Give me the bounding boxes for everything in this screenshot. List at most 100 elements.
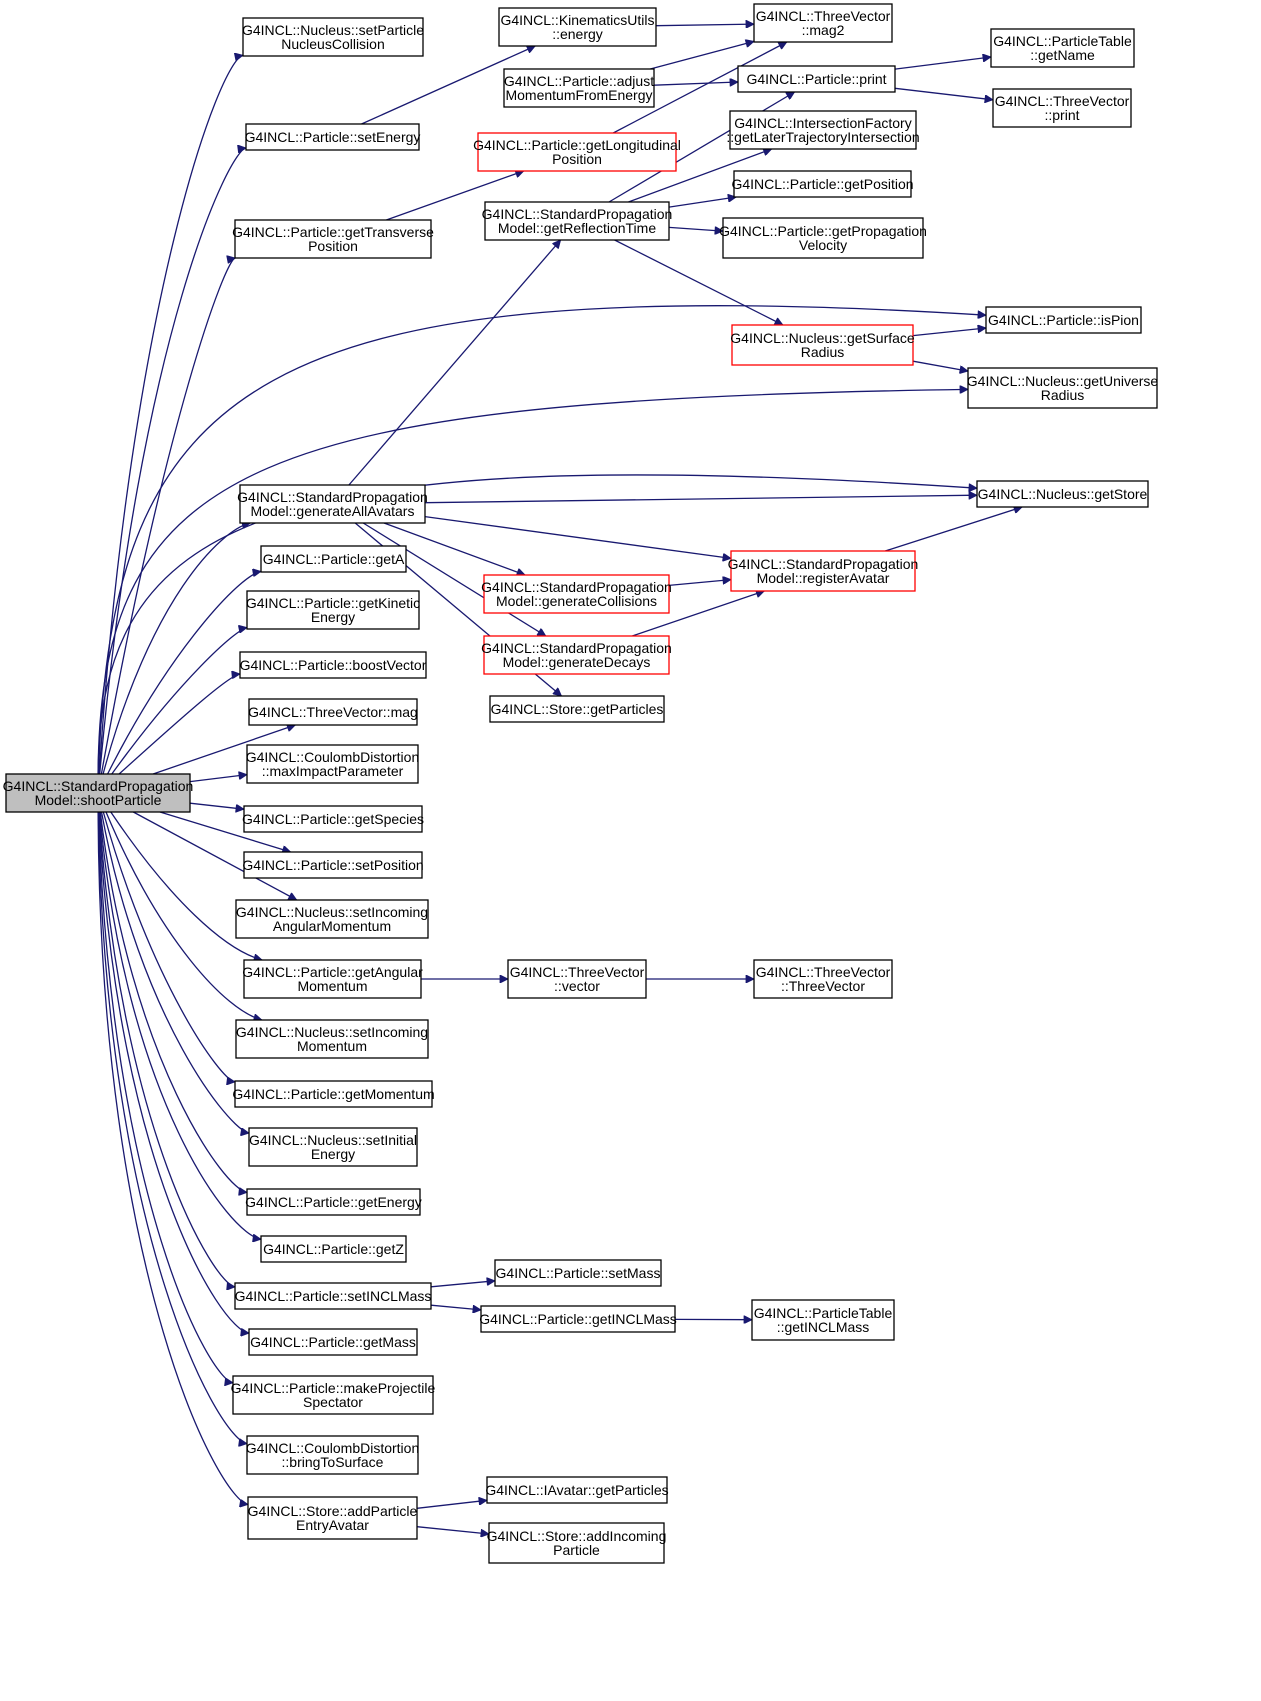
node-box — [235, 899, 429, 939]
node-make-projectile-spectator[interactable]: G4INCL::Particle::makeProjectileSpectato… — [231, 1375, 436, 1415]
edge-root-to-get-a — [107, 571, 261, 775]
node-box — [234, 1080, 433, 1108]
node-box — [248, 698, 418, 726]
edge-get-reflection-time-to-print — [608, 91, 795, 203]
node-label: G4INCL::StandardPropagation — [481, 579, 672, 595]
node-tv-print[interactable]: G4INCL::ThreeVector::print — [992, 88, 1132, 128]
node-label: G4INCL::Particle::getKinetic — [246, 595, 420, 611]
node-box — [990, 28, 1135, 68]
edge-generate-all-avatars-to-register-avatar — [424, 515, 731, 559]
node-label: G4INCL::Particle::getTransverse — [232, 224, 434, 240]
edge-root-to-set-incoming-momentum — [105, 811, 262, 1020]
node-tv-vector[interactable]: G4INCL::ThreeVector::vector — [507, 959, 647, 999]
node-box — [247, 1496, 418, 1540]
node-set-particle-nucleus-collision[interactable]: G4INCL::Nucleus::setParticleNucleusColli… — [242, 17, 424, 57]
node-box — [235, 1019, 429, 1059]
node-get-mass[interactable]: G4INCL::Particle::getMass — [248, 1328, 418, 1356]
edge-root-to-get-z — [99, 811, 261, 1239]
node-boost-vector[interactable]: G4INCL::Particle::boostVector — [239, 651, 427, 679]
node-box — [260, 545, 407, 573]
node-label: G4INCL::IAvatar::getParticles — [485, 1482, 668, 1498]
edge-root-to-max-impact-parameter — [189, 775, 247, 783]
node-box — [503, 68, 655, 108]
node-set-incoming-angular-momentum[interactable]: G4INCL::Nucleus::setIncomingAngularMomen… — [235, 899, 429, 939]
node-register-avatar[interactable]: G4INCL::StandardPropagationModel::regist… — [728, 550, 919, 592]
node-layer: G4INCL::StandardPropagationModel::shootP… — [3, 3, 1159, 1564]
edge-add-particle-entry-avatar-to-add-incoming-particle — [416, 1526, 489, 1534]
node-get-energy[interactable]: G4INCL::Particle::getEnergy — [245, 1188, 422, 1216]
node-box — [494, 1259, 662, 1287]
node-get-longitudinal-position[interactable]: G4INCL::Particle::getLongitudinalPositio… — [473, 132, 681, 172]
node-box — [483, 635, 670, 675]
node-label: G4INCL::Nucleus::setInitial — [249, 1132, 417, 1148]
edge-generate-all-avatars-to-get-reflection-time — [348, 240, 561, 486]
node-get-momentum[interactable]: G4INCL::Particle::getMomentum — [232, 1080, 435, 1108]
edge-root-to-get-mass — [98, 811, 249, 1333]
node-get-inclmass[interactable]: G4INCL::Particle::getINCLMass — [479, 1305, 677, 1333]
node-mag[interactable]: G4INCL::ThreeVector::mag — [248, 698, 418, 726]
node-label: MomentumFromEnergy — [505, 87, 652, 103]
node-set-mass[interactable]: G4INCL::Particle::setMass — [494, 1259, 662, 1287]
node-get-store[interactable]: G4INCL::Nucleus::getStore — [976, 480, 1149, 508]
node-generate-decays[interactable]: G4INCL::StandardPropagationModel::genera… — [481, 635, 672, 675]
node-get-a[interactable]: G4INCL::Particle::getA — [260, 545, 407, 573]
edge-kin-energy-to-mag2 — [655, 24, 754, 26]
edge-get-transverse-position-to-get-longitudinal-position — [386, 171, 523, 221]
node-get-reflection-time[interactable]: G4INCL::StandardPropagationModel::getRef… — [482, 201, 673, 241]
node-label: G4INCL::Particle::print — [746, 71, 886, 87]
node-is-pion[interactable]: G4INCL::Particle::isPion — [985, 306, 1142, 334]
node-set-inclmass[interactable]: G4INCL::Particle::setINCLMass — [234, 1282, 432, 1310]
node-set-position[interactable]: G4INCL::Particle::setPosition — [242, 851, 424, 879]
node-box — [488, 1522, 665, 1564]
node-label: ::ThreeVector — [781, 978, 865, 994]
node-box — [243, 851, 423, 879]
node-get-name[interactable]: G4INCL::ParticleTable::getName — [990, 28, 1135, 68]
node-mag2[interactable]: G4INCL::ThreeVector::mag2 — [753, 3, 893, 43]
node-label: G4INCL::Particle::getMass — [250, 1334, 416, 1350]
node-avatar-get-particles[interactable]: G4INCL::IAvatar::getParticles — [485, 1476, 669, 1504]
node-kin-energy[interactable]: G4INCL::KinematicsUtils::energy — [498, 7, 657, 47]
node-get-z[interactable]: G4INCL::Particle::getZ — [260, 1235, 407, 1263]
edge-layer — [97, 24, 1022, 1534]
edge-root-to-add-particle-entry-avatar — [97, 811, 248, 1505]
node-label: Energy — [311, 1146, 355, 1162]
edge-get-reflection-time-to-get-later-trajectory — [628, 149, 771, 203]
node-label: ::energy — [552, 26, 603, 42]
edge-get-reflection-time-to-get-surface-radius — [614, 239, 783, 326]
node-get-later-trajectory[interactable]: G4INCL::IntersectionFactory::getLaterTra… — [726, 110, 920, 150]
node-box — [260, 1235, 407, 1263]
node-bring-to-surface[interactable]: G4INCL::CoulombDistortion::bringToSurfac… — [246, 1435, 420, 1475]
node-generate-collisions[interactable]: G4INCL::StandardPropagationModel::genera… — [481, 574, 672, 614]
node-box — [507, 959, 647, 999]
node-adjust-momentum[interactable]: G4INCL::Particle::adjustMomentumFromEner… — [503, 68, 655, 108]
edge-print-to-tv-print — [894, 87, 993, 100]
node-get-position[interactable]: G4INCL::Particle::getPosition — [731, 170, 914, 198]
node-generate-all-avatars[interactable]: G4INCL::StandardPropagationModel::genera… — [237, 484, 428, 524]
node-max-impact-parameter[interactable]: G4INCL::CoulombDistortion::maxImpactPara… — [246, 744, 420, 784]
node-label: G4INCL::Particle::adjust — [504, 73, 654, 89]
node-box — [729, 110, 917, 150]
node-set-energy[interactable]: G4INCL::Particle::setEnergy — [245, 123, 421, 151]
node-box — [246, 590, 420, 630]
node-label: ::print — [1044, 107, 1079, 123]
edge-root-to-mag — [152, 725, 295, 775]
edge-add-particle-entry-avatar-to-avatar-get-particles — [416, 1500, 487, 1509]
node-store-get-particles[interactable]: G4INCL::Store::getParticles — [489, 695, 665, 723]
node-box — [243, 805, 423, 833]
node-get-inclmass-pt[interactable]: G4INCL::ParticleTable::getINCLMass — [751, 1299, 895, 1341]
node-box — [477, 132, 677, 172]
node-root-shoot-particle[interactable]: G4INCL::StandardPropagationModel::shootP… — [3, 773, 194, 813]
node-print[interactable]: G4INCL::Particle::print — [737, 65, 896, 93]
node-get-species[interactable]: G4INCL::Particle::getSpecies — [242, 805, 424, 833]
node-tv-three-vector[interactable]: G4INCL::ThreeVector::ThreeVector — [753, 959, 893, 999]
